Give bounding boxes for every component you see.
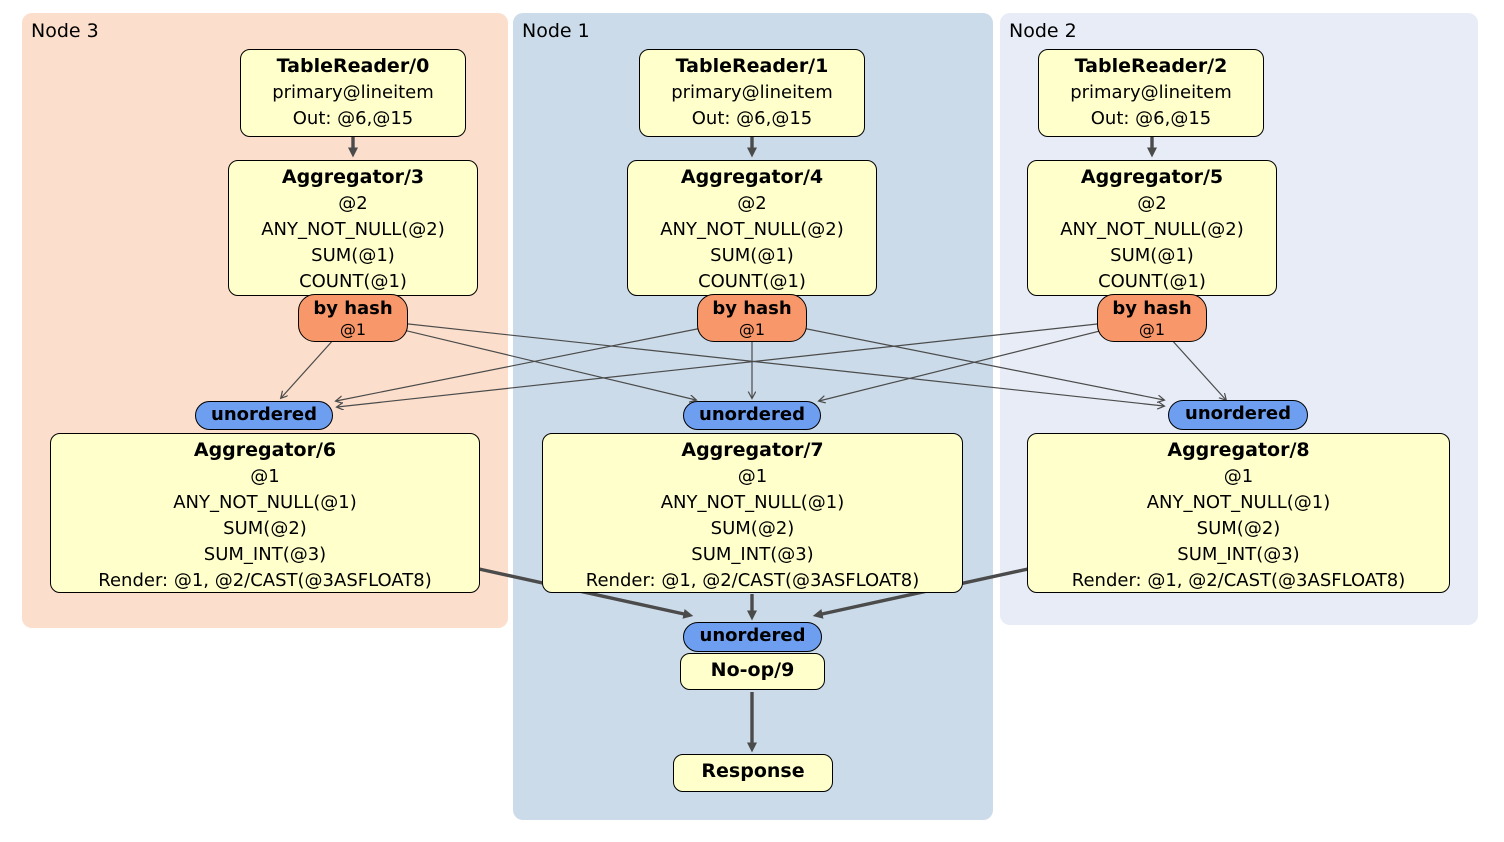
processor-detail: ANY_NOT_NULL(@2) [660, 219, 844, 240]
processor-title: Aggregator/7 [681, 439, 824, 461]
router-title: by hash [712, 298, 792, 319]
edge-router5-sync6 [337, 317, 1153, 407]
processor-noop-9: No-op/9 [680, 653, 825, 690]
processor-detail: SUM(@1) [311, 245, 395, 266]
processor-table-reader-0: TableReader/0 primary@lineitem Out: @6,@… [240, 49, 466, 137]
processor-detail: SUM(@2) [223, 518, 307, 539]
processor-detail: SUM(@1) [1110, 245, 1194, 266]
edge-router3-sync7 [352, 317, 696, 400]
processor-detail: @1 [250, 466, 280, 487]
processor-detail: ANY_NOT_NULL(@1) [1146, 492, 1331, 513]
processor-aggregator-5: Aggregator/5 @2 ANY_NOT_NULL(@2) SUM(@1)… [1027, 160, 1277, 296]
processor-title: TableReader/2 [1074, 55, 1228, 77]
edge-router4-sync6 [336, 317, 753, 401]
processor-detail: @2 [338, 193, 368, 214]
router-title: by hash [313, 298, 393, 319]
unordered-sync-7: unordered [683, 401, 821, 430]
processor-detail: primary@lineitem [1070, 82, 1232, 103]
router-detail: @1 [738, 320, 766, 339]
processor-detail: Render: @1, @2/CAST(@3ASFLOAT8) [98, 570, 432, 591]
edge-router5-sync7 [819, 317, 1153, 401]
processor-title: Aggregator/8 [1167, 439, 1310, 461]
node-region-label: Node 3 [31, 20, 99, 42]
processor-aggregator-8: Aggregator/8 @1 ANY_NOT_NULL(@1) SUM(@2)… [1027, 433, 1450, 593]
processor-detail: SUM_INT(@3) [203, 544, 327, 565]
processor-title: Aggregator/6 [193, 439, 337, 461]
unordered-sync-8: unordered [1168, 400, 1308, 430]
hash-router-5: by hash @1 [1097, 294, 1207, 342]
node-region-label: Node 1 [522, 20, 590, 42]
processor-title: TableReader/0 [276, 55, 430, 77]
processor-detail: SUM_INT(@3) [691, 544, 814, 565]
processor-aggregator-4: Aggregator/4 @2 ANY_NOT_NULL(@2) SUM(@1)… [627, 160, 877, 296]
processor-table-reader-2: TableReader/2 primary@lineitem Out: @6,@… [1038, 49, 1264, 137]
processor-detail: COUNT(@1) [299, 271, 407, 292]
router-detail: @1 [339, 320, 367, 339]
node-region-label: Node 2 [1009, 20, 1077, 42]
processor-detail: COUNT(@1) [698, 271, 806, 292]
router-title: by hash [1112, 298, 1192, 319]
processor-aggregator-6: Aggregator/6 @1 ANY_NOT_NULL(@1) SUM(@2)… [50, 433, 480, 593]
hash-router-4: by hash @1 [697, 294, 807, 342]
processor-detail: ANY_NOT_NULL(@2) [1060, 219, 1244, 240]
processor-title: Aggregator/4 [680, 166, 824, 188]
processor-aggregator-3: Aggregator/3 @2 ANY_NOT_NULL(@2) SUM(@1)… [228, 160, 478, 296]
processor-title: Response [701, 760, 805, 782]
processor-detail: SUM(@2) [710, 518, 795, 539]
hash-router-3: by hash @1 [298, 294, 408, 342]
processor-detail: SUM_INT(@3) [1177, 544, 1300, 565]
processor-detail: ANY_NOT_NULL(@1) [173, 492, 357, 513]
processor-detail: Out: @6,@15 [1090, 108, 1212, 129]
processor-title: TableReader/1 [675, 55, 829, 77]
unordered-sync-6: unordered [195, 401, 333, 430]
processor-aggregator-7: Aggregator/7 @1 ANY_NOT_NULL(@1) SUM(@2)… [542, 433, 963, 593]
response-box: Response [673, 754, 833, 792]
processor-title: Aggregator/5 [1080, 166, 1224, 188]
processor-detail: SUM(@1) [710, 245, 794, 266]
processor-detail: @2 [1137, 193, 1167, 214]
processor-detail: Out: @6,@15 [691, 108, 813, 129]
processor-detail: primary@lineitem [272, 82, 434, 103]
unordered-sync-9: unordered [683, 622, 822, 652]
processor-detail: primary@lineitem [671, 82, 833, 103]
router-detail: @1 [1138, 320, 1166, 339]
processor-title: Aggregator/3 [281, 166, 425, 188]
processor-detail: ANY_NOT_NULL(@1) [660, 492, 845, 513]
processor-detail: COUNT(@1) [1098, 271, 1206, 292]
processor-detail: @1 [1223, 466, 1254, 487]
edge-router4-sync8 [751, 317, 1164, 400]
processor-detail: Out: @6,@15 [292, 108, 414, 129]
processor-detail: Render: @1, @2/CAST(@3ASFLOAT8) [1071, 570, 1406, 591]
processor-title: No-op/9 [710, 659, 795, 681]
processor-table-reader-1: TableReader/1 primary@lineitem Out: @6,@… [639, 49, 865, 137]
processor-detail: ANY_NOT_NULL(@2) [261, 219, 445, 240]
processor-detail: @2 [737, 193, 767, 214]
processor-detail: @1 [737, 466, 768, 487]
processor-detail: SUM(@2) [1196, 518, 1281, 539]
processor-detail: Render: @1, @2/CAST(@3ASFLOAT8) [585, 570, 920, 591]
edge-router3-sync8 [352, 317, 1164, 406]
